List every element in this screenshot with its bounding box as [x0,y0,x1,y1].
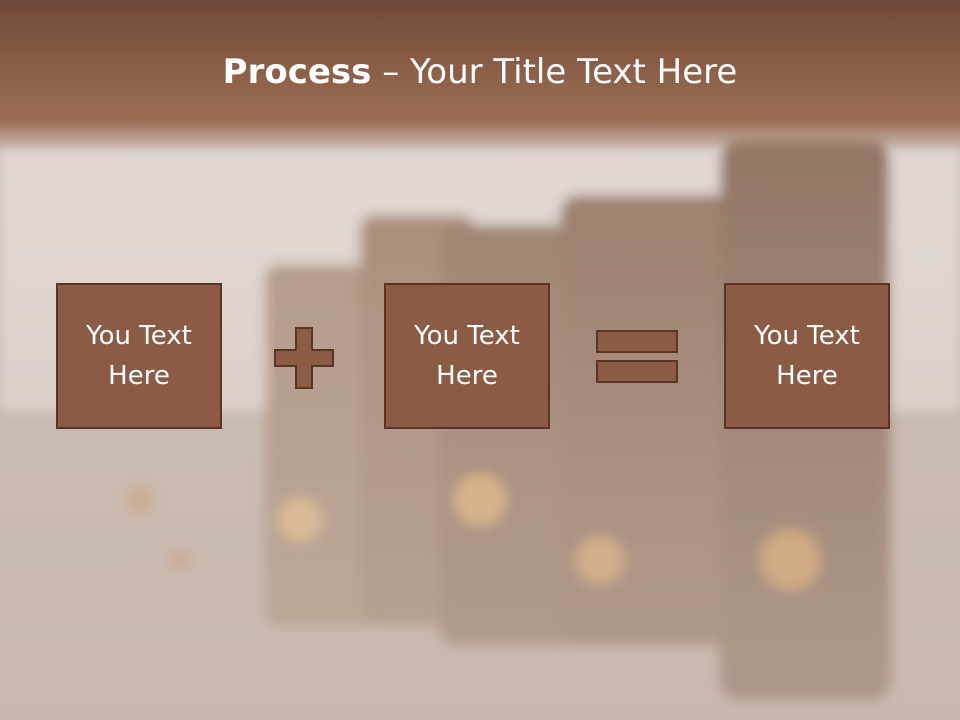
title-separator: – [371,52,411,92]
process-box-1[interactable]: You Text Here [56,283,222,429]
process-box-2[interactable]: You Text Here [384,283,550,429]
box-3-text: You Text Here [754,321,860,391]
process-box-3[interactable]: You Text Here [724,283,890,429]
plus-icon [274,327,334,389]
title-text: Your Title Text Here [410,52,738,92]
equals-icon [596,330,678,383]
box-2-text: You Text Here [414,321,520,391]
slide-title[interactable]: Process – Your Title Text Here [0,52,960,92]
header-band [0,0,960,150]
box-1-text: You Text Here [86,321,192,391]
title-bold: Process [222,52,372,92]
